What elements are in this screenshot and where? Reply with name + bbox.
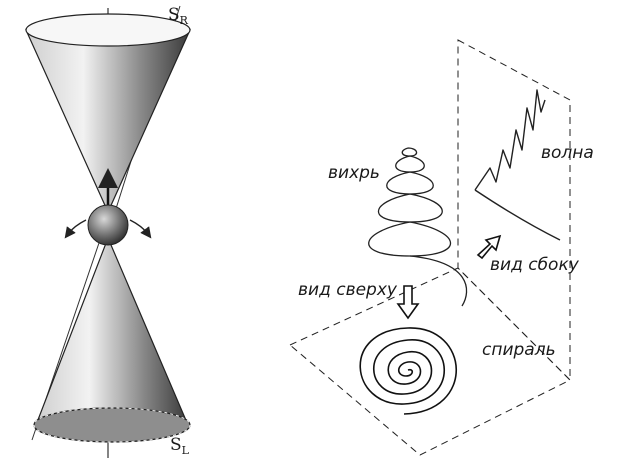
lower-cone-base-dashed <box>33 407 191 443</box>
top-view-plane <box>289 267 571 456</box>
wave-loop <box>474 189 561 241</box>
vortex-projection-figure: вихрь волна вид сбоку вид сверху спираль <box>289 39 594 456</box>
vortex-helix <box>368 147 468 307</box>
side-view-label: вид сбоку <box>490 255 580 275</box>
cone-top-label: SR <box>168 5 189 27</box>
wave-curve <box>474 89 546 191</box>
spiral-curve <box>359 327 457 415</box>
center-sphere <box>87 204 129 246</box>
upper-cone-rim <box>25 13 191 47</box>
top-view-label: вид сверху <box>298 280 398 300</box>
lower-cone <box>35 236 189 426</box>
double-cone-figure: SR SL <box>25 5 191 458</box>
top-view-arrow <box>396 285 420 320</box>
side-view-plane <box>457 39 571 382</box>
spiral-label: спираль <box>482 340 556 360</box>
rotation-arrow-left <box>64 219 87 239</box>
side-view-arrow <box>476 234 502 260</box>
wave-label: волна <box>541 143 594 163</box>
vortex-label: вихрь <box>328 163 380 183</box>
cone-bottom-label: SL <box>170 435 190 457</box>
rotation-arrow-right <box>129 219 152 239</box>
